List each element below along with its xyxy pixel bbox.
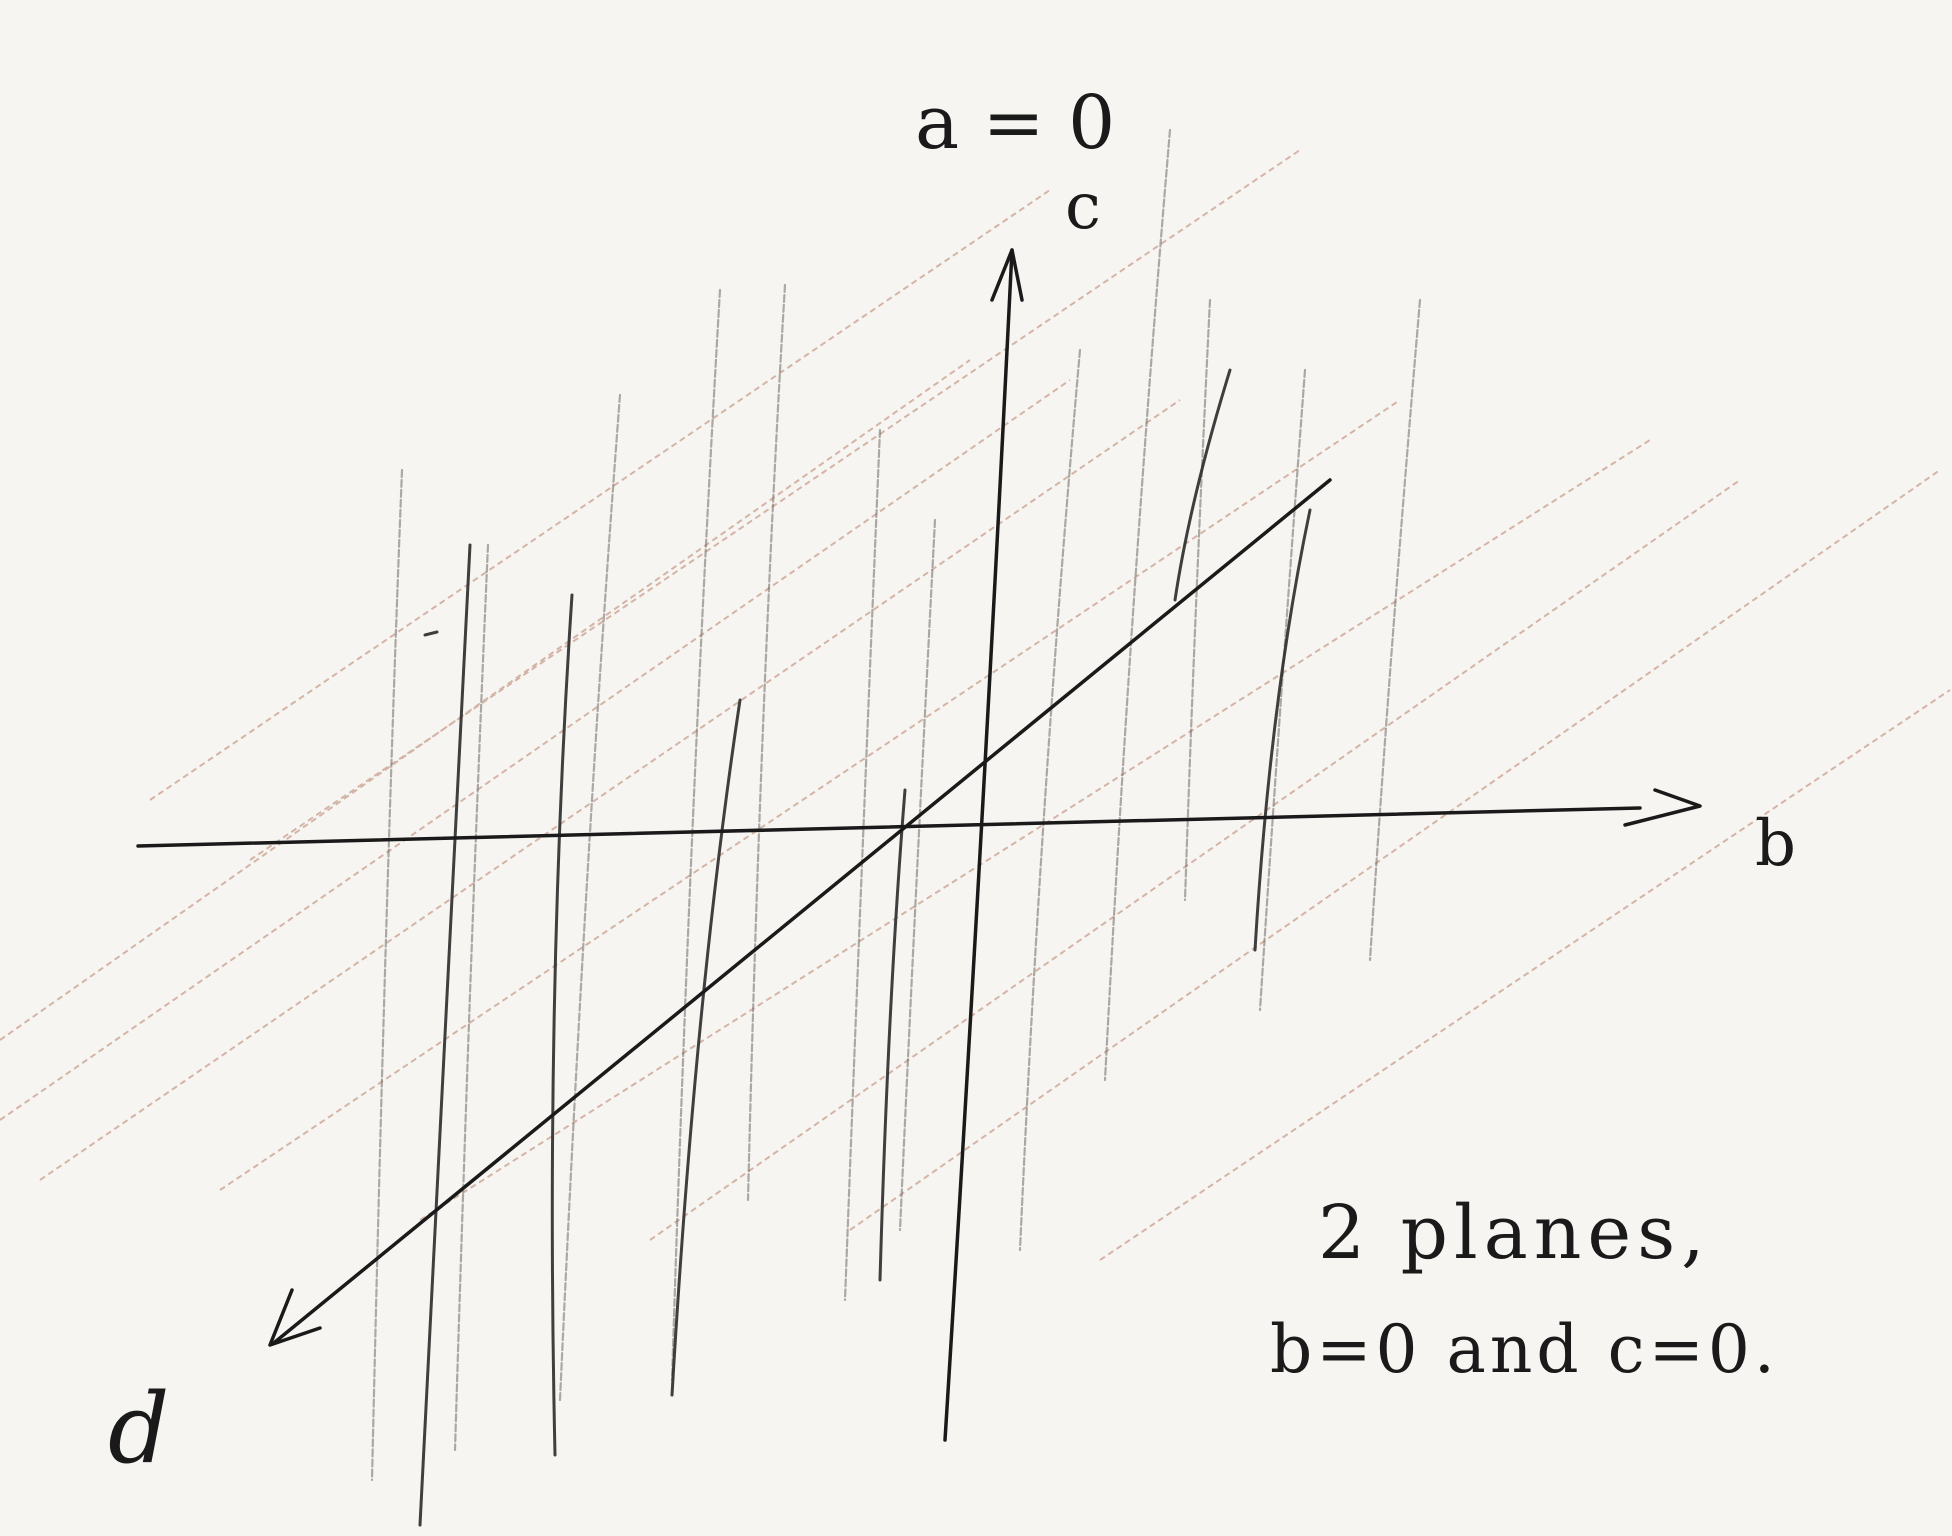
- stroke-vert: [670, 698, 742, 1397]
- stroke-vert: [1253, 508, 1312, 952]
- hatch-diag: [149, 189, 1051, 801]
- hatch-diag: [849, 469, 1941, 1231]
- plane-b0-strokes: [418, 368, 1312, 1527]
- b-axis-arrowhead: [1623, 788, 1702, 827]
- c-axis-arrowhead: [990, 248, 1024, 302]
- b-axis-label: b: [1755, 807, 1796, 881]
- hatch-vert: [370, 468, 404, 1482]
- stroke-vert: [1173, 368, 1232, 602]
- d-axis-line: [273, 478, 1332, 1344]
- hatch-vert: [1258, 368, 1307, 1012]
- hatch-vert: [898, 518, 937, 1232]
- hatch-vert: [670, 288, 722, 1382]
- c-axis-line: [943, 248, 1014, 1442]
- b-axis-line: [136, 806, 1642, 848]
- d-axis-arrowhead: [268, 1288, 322, 1347]
- stroke-vert: [418, 543, 472, 1527]
- axes: [136, 248, 1702, 1442]
- title-label: a = 0: [915, 80, 1115, 166]
- stroke-vert: [878, 788, 907, 1282]
- hatch-vert: [558, 393, 622, 1402]
- d-axis-label: d: [108, 1373, 169, 1485]
- hatch-vert: [1103, 128, 1172, 1082]
- c-axis-label: c: [1065, 170, 1101, 244]
- stroke-vert: [423, 630, 439, 637]
- hatch-diag: [249, 149, 1301, 861]
- hatch-vert: [1368, 298, 1422, 962]
- hatch-diag: [0, 379, 1071, 1121]
- note-line-1: 2 planes,: [1318, 1190, 1711, 1276]
- hatch-diag: [649, 479, 1741, 1241]
- plane-c0-hatching: [0, 149, 1951, 1261]
- hatch-vert: [1183, 298, 1212, 902]
- hatch-diag: [1099, 689, 1951, 1261]
- hatch-diag: [219, 399, 1401, 1191]
- hatch-diag: [39, 399, 1181, 1181]
- hatch-vert: [1018, 348, 1082, 1252]
- note-line-2: b=0 and c=0.: [1270, 1311, 1779, 1388]
- stroke-vert: [550, 593, 574, 1457]
- hatch-vert: [746, 283, 787, 1202]
- hatch-vert: [453, 543, 490, 1452]
- hatch-diag: [419, 439, 1651, 1221]
- plane-b0-hatching: [370, 128, 1422, 1482]
- hatch-vert: [843, 428, 882, 1302]
